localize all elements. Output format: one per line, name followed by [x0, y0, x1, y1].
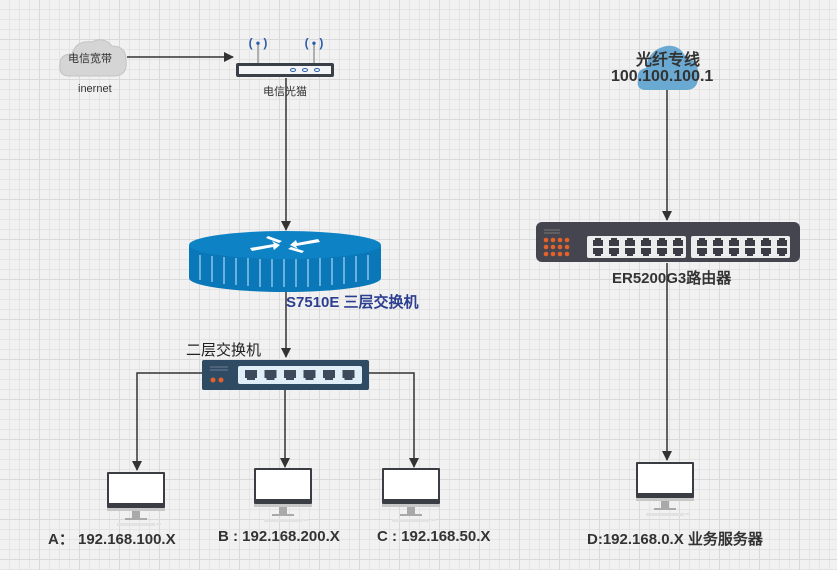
- led-icon: [550, 251, 556, 257]
- router-label: ER5200G3路由器: [612, 270, 732, 287]
- led-icon: [564, 251, 570, 257]
- fiber-cloud-line1: 光纤专线: [636, 52, 701, 69]
- port-icon: [625, 238, 635, 246]
- port-icon: [729, 248, 739, 256]
- port-icon: [625, 248, 635, 256]
- core-switch-icon[interactable]: [189, 231, 381, 292]
- port-icon: [777, 248, 787, 256]
- link-access-host-c: [369, 372, 419, 468]
- access-switch-icon[interactable]: [202, 360, 369, 390]
- port-icon: [713, 248, 723, 256]
- port-icon: [697, 238, 707, 246]
- port-icon: [284, 370, 296, 380]
- led-icon: [557, 251, 563, 257]
- port-icon: [745, 238, 755, 246]
- port-icon: [761, 238, 771, 246]
- port-icon: [609, 238, 619, 246]
- port-icon: [673, 238, 683, 246]
- internet-cloud-icon[interactable]: [59, 39, 127, 77]
- led-icon: [543, 244, 549, 250]
- port-icon: [641, 248, 651, 256]
- port-icon: [657, 238, 667, 246]
- link-access-host-a: [132, 372, 202, 471]
- port-icon: [323, 370, 335, 380]
- host-c-monitor-icon[interactable]: [382, 468, 440, 522]
- led-icon: [543, 237, 549, 243]
- port-icon: [713, 238, 723, 246]
- port-icon: [673, 248, 683, 256]
- port-icon: [657, 248, 667, 256]
- core-switch-label: S7510E 三层交换机: [286, 294, 419, 311]
- modem-icon[interactable]: ( • ) ( • ): [236, 36, 334, 77]
- host-c-label: C : 192.168.50.X: [377, 528, 491, 545]
- led-icon: [557, 244, 563, 250]
- led-icon: [550, 237, 556, 243]
- svg-text:( • ): ( • ): [305, 36, 324, 50]
- host-d-label: D:192.168.0.X 业务服务器: [587, 531, 763, 548]
- port-icon: [342, 370, 355, 380]
- port-icon: [745, 248, 755, 256]
- led-icon: [543, 251, 549, 257]
- internet-cloud-caption: inernet: [78, 83, 112, 95]
- access-switch-label: 二层交换机: [186, 342, 262, 359]
- fiber-cloud-line2: 100.100.100.1: [611, 68, 714, 85]
- port-icon: [245, 370, 257, 380]
- host-b-label: B : 192.168.200.X: [218, 528, 340, 545]
- port-icon: [777, 238, 787, 246]
- modem-label: 电信光猫: [263, 86, 307, 98]
- port-icon: [264, 370, 277, 380]
- fiber-cloud-icon[interactable]: [637, 45, 699, 90]
- port-icon: [697, 248, 707, 256]
- port-icon: [303, 370, 316, 380]
- led-icon: [550, 244, 556, 250]
- port-icon: [641, 238, 651, 246]
- internet-cloud-label: 电信宽带: [68, 53, 112, 65]
- router-icon[interactable]: [536, 222, 800, 262]
- port-icon: [609, 248, 619, 256]
- host-b-monitor-icon[interactable]: [254, 468, 312, 522]
- host-d-monitor-icon[interactable]: [636, 462, 694, 516]
- port-icon: [761, 248, 771, 256]
- svg-text:( • ): ( • ): [249, 36, 268, 50]
- port-icon: [593, 238, 603, 246]
- led-icon: [557, 237, 563, 243]
- port-icon: [729, 238, 739, 246]
- connectors: [127, 52, 672, 471]
- port-icon: [593, 248, 603, 256]
- host-a-monitor-icon[interactable]: [107, 472, 165, 526]
- led-icon: [564, 237, 570, 243]
- led-icon: [564, 244, 570, 250]
- host-a-label: A： 192.168.100.X: [48, 531, 176, 548]
